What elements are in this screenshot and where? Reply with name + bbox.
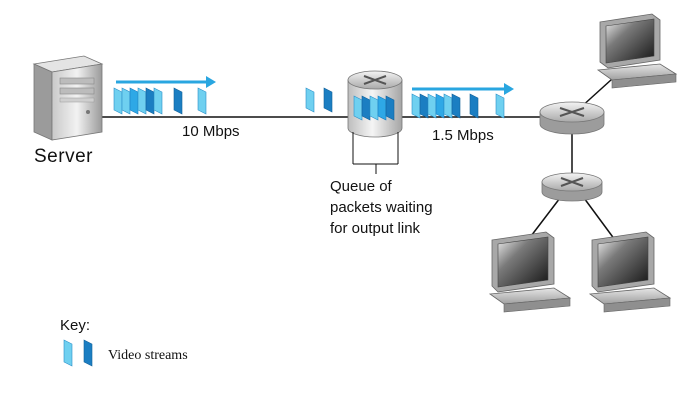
slow-link-rate-label: 1.5 Mbps [432, 127, 494, 144]
packet [305, 87, 315, 113]
server-tower-icon [32, 55, 104, 141]
packet [369, 95, 379, 121]
queue-caption-line-1: Queue of [330, 178, 393, 195]
packet [323, 87, 333, 113]
packet [361, 95, 371, 121]
packet [419, 93, 429, 119]
packet [173, 87, 183, 115]
key-video-streams-label: Video streams [108, 348, 188, 363]
queued-packets [353, 95, 395, 121]
packet [377, 95, 387, 121]
packet [113, 87, 123, 115]
slow-link-packets [411, 83, 514, 119]
queue-caption-line-3: for output link [330, 220, 421, 237]
key-packet-icon [63, 339, 93, 367]
packet [435, 93, 445, 119]
packet [411, 93, 421, 119]
packet [145, 87, 155, 115]
desktop-computer-icon [588, 231, 672, 313]
fast-link-arrowhead [206, 76, 216, 88]
queue-caption: Queue of packets waiting for output link [330, 178, 437, 237]
key-title: Key: [60, 317, 90, 334]
packet [451, 93, 461, 119]
packet [197, 87, 207, 115]
queue-bracket [352, 132, 399, 174]
packet [137, 87, 147, 115]
packet [353, 95, 363, 121]
router-icon [539, 101, 605, 135]
router-icon [541, 172, 603, 202]
queue-caption-line-2: packets waiting [330, 199, 433, 216]
fast-link-packets [113, 76, 216, 115]
packet [121, 87, 131, 115]
slow-link-arrowhead [504, 83, 514, 95]
packet [443, 93, 453, 119]
packet [469, 93, 479, 119]
arriving-packets [305, 87, 333, 113]
packet [385, 95, 395, 121]
fast-link-rate-label: 10 Mbps [182, 123, 240, 140]
link-lower-router-to-right-host [583, 197, 616, 241]
packet [495, 93, 505, 119]
desktop-computer-icon [596, 13, 678, 89]
packet [427, 93, 437, 119]
packet [129, 87, 139, 115]
link-lower-router-to-left-host [527, 197, 561, 241]
desktop-computer-icon [488, 231, 572, 313]
packet [153, 87, 163, 115]
server-label: Server [34, 146, 93, 167]
